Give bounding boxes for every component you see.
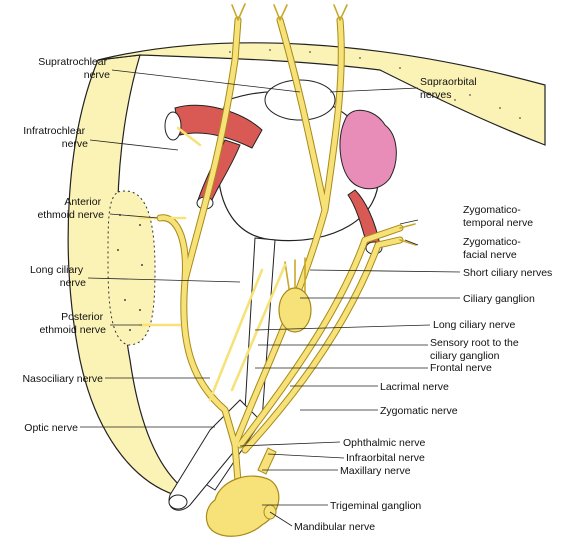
trigeminal-ganglion [205, 475, 280, 537]
label-supraorbital: Supraorbital nerves [420, 76, 480, 101]
ethmoid-bone [107, 190, 156, 346]
label-maxillary: Maxillary nerve [340, 465, 411, 477]
label-optic: Optic nerve [24, 422, 78, 434]
label-nasociliary: Nasociliary nerve [22, 373, 103, 385]
orbit-roof-dots [229, 49, 521, 119]
zygomatic-nerve [242, 237, 403, 453]
label-trigeminal-ganglion: Trigeminal ganglion [330, 500, 421, 512]
supraorbital-branch [277, 17, 328, 213]
label-infratrochlear: Infratrochlear nerve [23, 125, 88, 150]
lacrimal-nerve [237, 225, 403, 448]
label-zygomaticofacial: Zygomatico- facial nerve [463, 236, 524, 261]
trochlea [164, 111, 182, 141]
label-long-ciliary-left: Long ciliary nerve [30, 264, 86, 289]
orbit-roof [97, 42, 546, 146]
ciliary-ganglion [278, 287, 312, 333]
label-posterior-ethmoid: Posterior ethmoid nerve [39, 311, 106, 336]
label-anterior-ethmoid: Anterior ethmoid nerve [37, 196, 104, 221]
lacrimal-gland [339, 110, 397, 190]
label-sensory-root: Sensory root to the ciliary ganglion [430, 337, 522, 362]
supratrochlear-nerve [182, 17, 241, 283]
label-supratrochlear: Supratrochlear nerve [38, 56, 110, 81]
label-ophthalmic: Ophthalmic nerve [343, 437, 425, 449]
label-long-ciliary-right: Long ciliary nerve [433, 319, 515, 331]
leader-lines [80, 69, 461, 527]
label-zygomaticotemporal: Zygomatico- temporal nerve [463, 204, 533, 229]
label-infraorbital: Infraorbital nerve [346, 452, 425, 464]
label-ciliary-ganglion: Ciliary ganglion [463, 293, 535, 305]
nerves [138, 3, 417, 509]
label-short-ciliary: Short ciliary nerves [463, 267, 552, 279]
superior-oblique-muscle [174, 104, 263, 149]
label-frontal: Frontal nerve [430, 362, 492, 374]
label-zygomatic: Zygomatic nerve [380, 405, 458, 417]
carotid-end [168, 494, 188, 510]
labels: Supratrochlear nerve Infratrochlear nerv… [22, 56, 552, 533]
label-lacrimal: Lacrimal nerve [380, 381, 449, 393]
orbit-bone [67, 42, 546, 496]
label-mandibular: Mandibular nerve [294, 521, 375, 533]
